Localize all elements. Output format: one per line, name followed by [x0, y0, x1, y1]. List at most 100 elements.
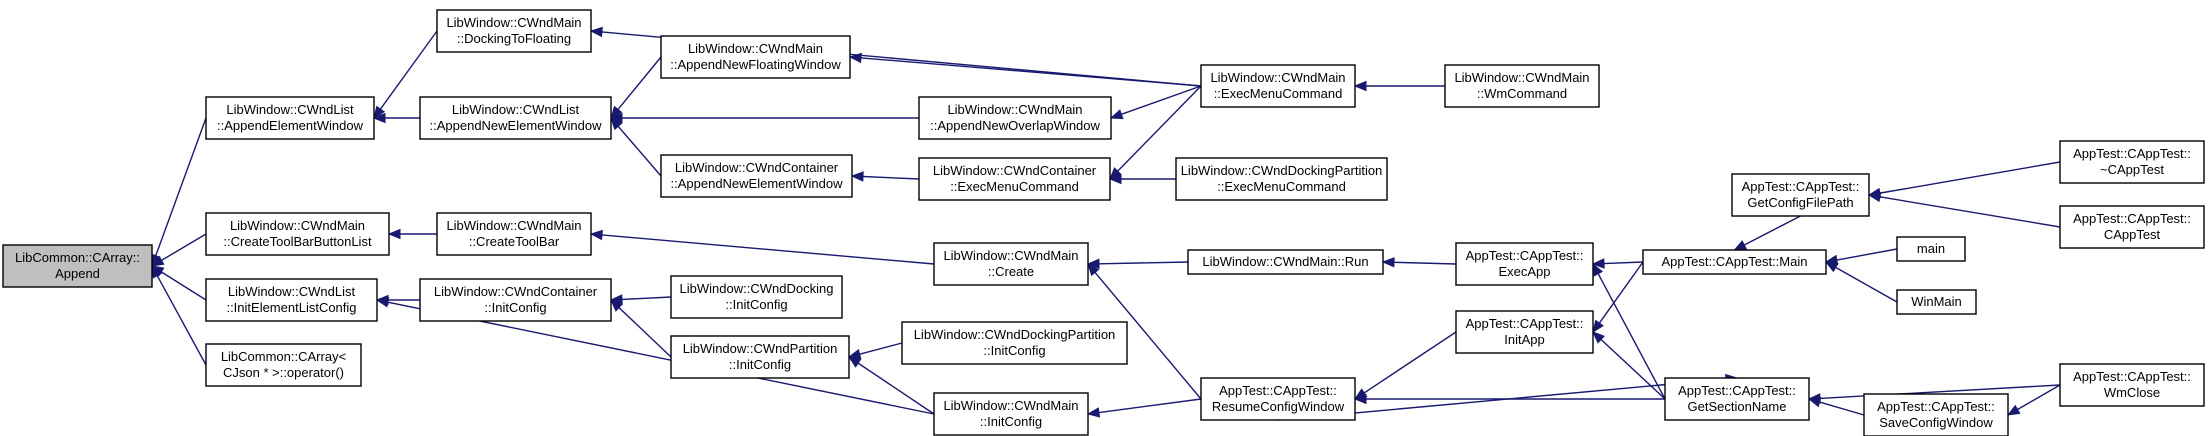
- node-apptest-capptest-initapp[interactable]: AppTest::CAppTest::InitApp: [1455, 310, 1594, 354]
- node-libwindow-cwndpartition-initconfig[interactable]: LibWindow::CWndPartition::InitConfig: [670, 335, 850, 379]
- node-apptest-capptest-capptest[interactable]: AppTest::CAppTest::CAppTest: [2059, 205, 2205, 249]
- node-main[interactable]: main: [1896, 236, 1966, 262]
- edge-arrowhead: [1353, 393, 1367, 405]
- edge-arrowhead: [850, 171, 864, 182]
- edge-arrowhead: [1733, 240, 1748, 251]
- node-label-line: AppTest::CAppTest::: [1678, 383, 1796, 398]
- node-apptest-capptest-wmclose[interactable]: AppTest::CAppTest::WmClose: [2059, 363, 2205, 407]
- node-label-line: LibWindow::CWndMain: [1454, 70, 1589, 85]
- node-box: [1455, 242, 1594, 286]
- call-edge: [862, 175, 920, 180]
- node-libwindow-cwndmain-run[interactable]: LibWindow::CWndMain::Run: [1187, 249, 1384, 275]
- node-label-line: LibWindow::CWndList: [452, 102, 580, 117]
- node-label-line: LibWindow::CWndMain::Run: [1202, 254, 1368, 269]
- node-apptest-capptest-resumeconfigwindow[interactable]: AppTest::CAppTest::ResumeConfigWindow: [1200, 377, 1356, 421]
- edge-arrowhead: [1353, 80, 1367, 92]
- call-edge: [621, 296, 672, 301]
- edge-arrowhead: [2006, 404, 2021, 416]
- node-libwindow-cwndmain-execmenucommand[interactable]: LibWindow::CWndMain::ExecMenuCommand: [1200, 64, 1356, 108]
- node-box: [901, 321, 1128, 365]
- call-edge: [155, 117, 207, 256]
- node-libwindow-cwndmain-initconfig[interactable]: LibWindow::CWndMain::InitConfig: [933, 392, 1089, 436]
- node-libwindow-cwndmain-createtoolbar[interactable]: LibWindow::CWndMain::CreateToolBar: [436, 212, 592, 256]
- node-label-line: GetConfigFilePath: [1747, 195, 1853, 210]
- node-libcommon-carray-append[interactable]: LibCommon::CArray::Append: [2, 244, 153, 288]
- call-edge: [1600, 338, 1666, 400]
- node-box: [670, 335, 850, 379]
- node-box: [1642, 249, 1827, 275]
- node-libwindow-cwndmain-dockingtofloating[interactable]: LibWindow::CWndMain::DockingToFloating: [436, 9, 592, 53]
- edge-arrowhead: [848, 52, 862, 64]
- edge-arrowhead: [387, 228, 401, 240]
- node-label-line: WinMain: [1911, 294, 1962, 309]
- edge-arrowhead: [1381, 257, 1395, 268]
- node-libwindow-cwndmain-createtoolbarbuttonlist[interactable]: LibWindow::CWndMain::CreateToolBarButton…: [205, 212, 390, 256]
- call-edge: [617, 125, 662, 177]
- node-libwindow-cwndmain-create[interactable]: LibWindow::CWndMain::Create: [933, 242, 1089, 286]
- node-box: [1200, 377, 1356, 421]
- node-apptest-capptest-execapp[interactable]: AppTest::CAppTest::ExecApp: [1455, 242, 1594, 286]
- edge-arrowhead: [589, 26, 603, 38]
- node-label-line: ::InitConfig: [725, 297, 787, 312]
- node-label-line: ::InitElementListConfig: [226, 300, 356, 315]
- node-libwindow-cwndmain-appendnewfloatingwindow[interactable]: LibWindow::CWndMain::AppendNewFloatingWi…: [660, 35, 851, 79]
- call-edge: [857, 362, 935, 415]
- node-label-line: LibWindow::CWndMain: [688, 41, 823, 56]
- node-apptest-capptest-main[interactable]: AppTest::CAppTest::Main: [1642, 249, 1827, 275]
- node-label-line: ::DockingToFloating: [457, 31, 571, 46]
- node-label-line: LibWindow::CWndPartition: [683, 341, 838, 356]
- node-label-line: ::CreateToolBar: [469, 234, 560, 249]
- node-label-line: ~CAppTest: [2100, 162, 2164, 177]
- node-label-line: ResumeConfigWindow: [1212, 399, 1345, 414]
- node-label-line: LibWindow::CWndList: [226, 102, 354, 117]
- node-libwindow-cwnddocking-initconfig[interactable]: LibWindow::CWndDocking::InitConfig: [670, 275, 843, 319]
- node-label-line: Append: [55, 266, 100, 281]
- node-libwindow-cwndmain-wmcommand[interactable]: LibWindow::CWndMain::WmCommand: [1444, 64, 1600, 108]
- node-label-line: LibWindow::CWndDocking: [680, 281, 834, 296]
- node-box: [660, 35, 851, 79]
- node-box: [1863, 393, 2009, 436]
- edge-arrowhead: [1087, 262, 1100, 277]
- node-label-line: CAppTest: [2104, 227, 2161, 242]
- node-apptest-capptest-capptest[interactable]: AppTest::CAppTest::~CAppTest: [2059, 140, 2205, 184]
- call-edge: [156, 275, 207, 366]
- node-libwindow-cwndlist-initelementlistconfig[interactable]: LibWindow::CWndList::InitElementListConf…: [205, 278, 378, 322]
- edge-arrowhead: [375, 297, 390, 308]
- node-libwindow-cwndlist-appendnewelementwindow[interactable]: LibWindow::CWndList::AppendNewElementWin…: [419, 96, 612, 140]
- node-apptest-capptest-getsectionname[interactable]: AppTest::CAppTest::GetSectionName: [1664, 377, 1810, 421]
- node-box: [205, 212, 390, 256]
- node-label-line: main: [1917, 241, 1945, 256]
- node-label-line: LibWindow::CWndDockingPartition: [1181, 163, 1383, 178]
- node-box: [1175, 157, 1388, 201]
- node-label-line: ::InitConfig: [983, 343, 1045, 358]
- call-edge: [1879, 196, 2061, 228]
- node-libwindow-cwndcontainer-appendnewelementwindow[interactable]: LibWindow::CWndContainer::AppendNewEleme…: [660, 154, 853, 198]
- node-libwindow-cwnddockingpartition-initconfig[interactable]: LibWindow::CWndDockingPartition::InitCon…: [901, 321, 1128, 365]
- node-apptest-capptest-saveconfigwindow[interactable]: AppTest::CAppTest::SaveConfigWindow: [1863, 393, 2009, 436]
- node-libwindow-cwnddockingpartition-execmenucommand[interactable]: LibWindow::CWndDockingPartition::ExecMen…: [1175, 157, 1388, 201]
- node-winmain[interactable]: WinMain: [1896, 289, 1977, 315]
- node-label-line: ::ExecMenuCommand: [1214, 86, 1343, 101]
- edge-arrowhead: [1591, 258, 1605, 269]
- call-edge: [1393, 261, 1457, 265]
- node-box: [660, 154, 853, 198]
- node-libwindow-cwndcontainer-execmenucommand[interactable]: LibWindow::CWndContainer::ExecMenuComman…: [918, 157, 1111, 201]
- edge-arrowhead: [150, 255, 165, 267]
- call-edge: [1819, 401, 1865, 416]
- edge-arrowhead: [1867, 191, 1882, 203]
- node-label-line: LibWindow::CWndMain: [947, 102, 1082, 117]
- node-label-line: LibCommon::CArray::: [15, 250, 140, 265]
- node-box: [933, 392, 1089, 436]
- node-libwindow-cwndmain-appendnewoverlapwindow[interactable]: LibWindow::CWndMain::AppendNewOverlapWin…: [918, 96, 1112, 140]
- call-edge: [860, 57, 1202, 87]
- node-box: [918, 157, 1111, 201]
- node-libcommon-carray-cjson-operator[interactable]: LibCommon::CArray<CJson * >::operator(): [205, 343, 362, 387]
- node-label-line: LibCommon::CArray<: [221, 349, 346, 364]
- node-libwindow-cwndcontainer-initconfig[interactable]: LibWindow::CWndContainer::InitConfig: [419, 278, 612, 322]
- node-label-line: AppTest::CAppTest::: [1466, 248, 1584, 263]
- node-label-line: ::AppendNewOverlapWindow: [930, 118, 1100, 133]
- node-apptest-capptest-getconfigfilepath[interactable]: AppTest::CAppTest::GetConfigFilePath: [1731, 173, 1870, 217]
- call-edge: [601, 234, 935, 265]
- node-libwindow-cwndlist-appendelementwindow[interactable]: LibWindow::CWndList::AppendElementWindow: [205, 96, 375, 140]
- node-box: [1896, 236, 1966, 262]
